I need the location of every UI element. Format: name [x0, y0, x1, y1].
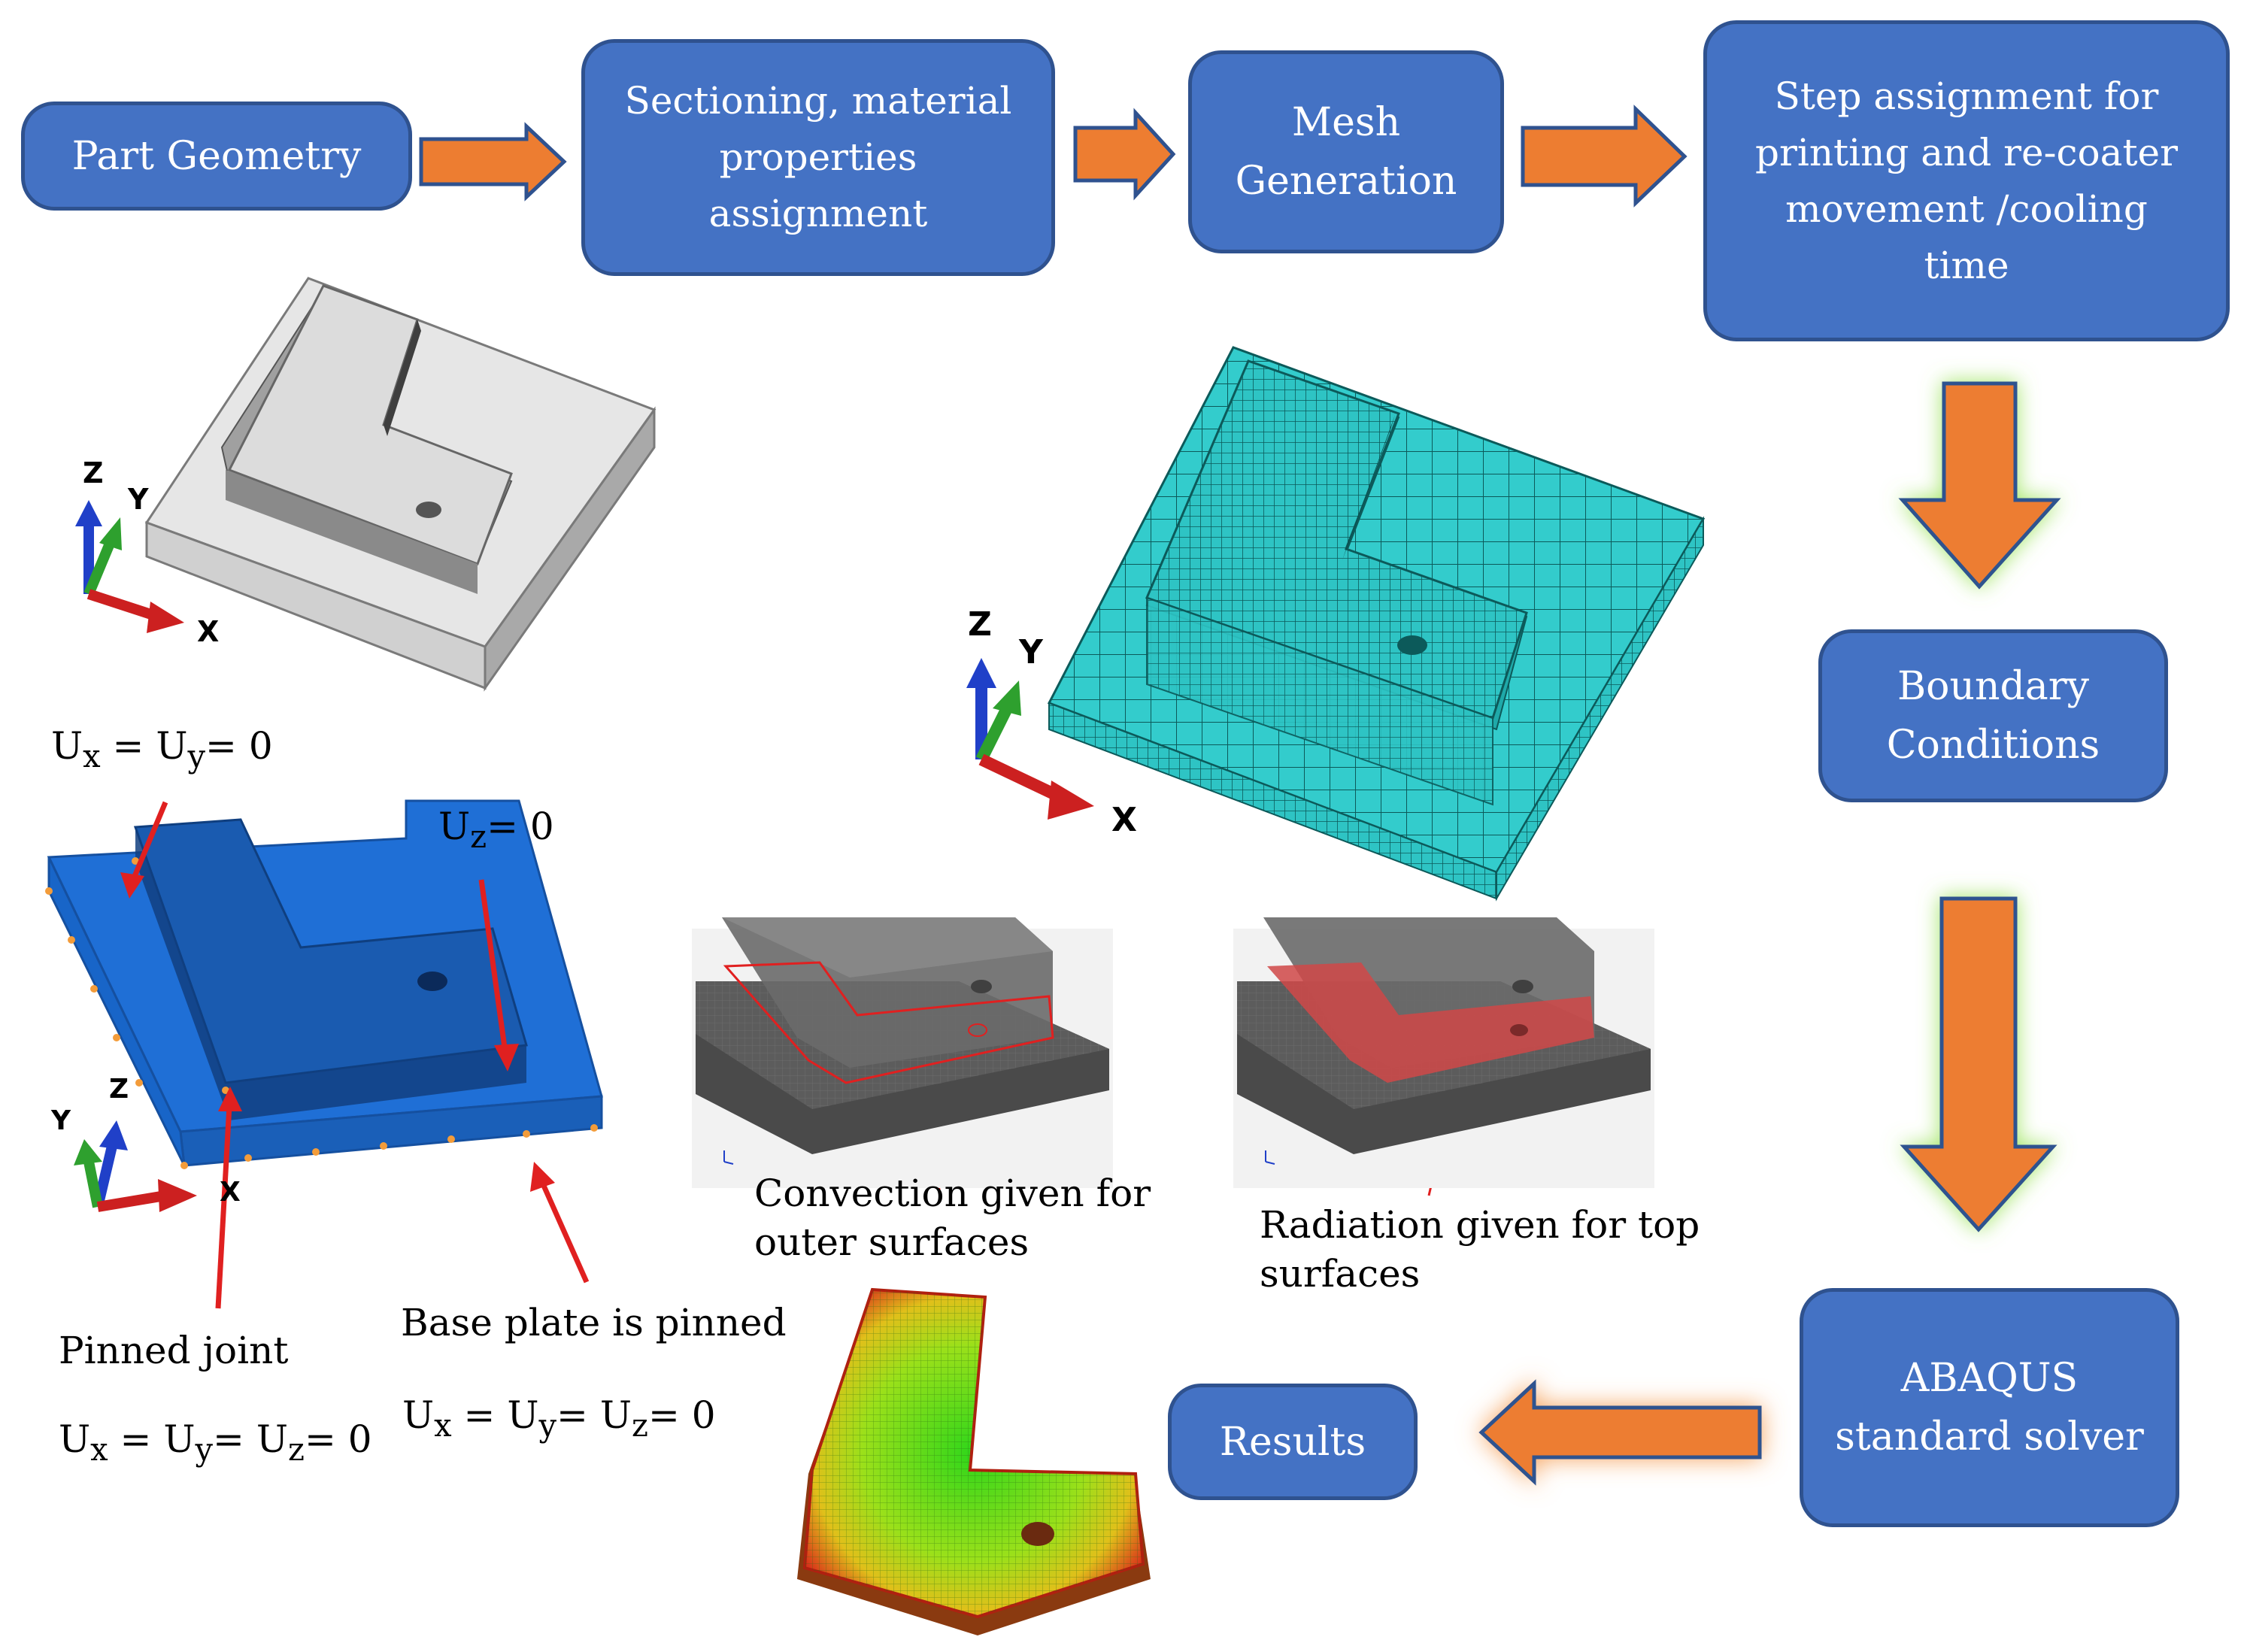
axis-label-z-bc: Z: [109, 1074, 129, 1105]
equation-ux-uy-top: Ux = Uy= 0: [51, 724, 273, 774]
part-geometry-box: Part Geometry: [21, 102, 412, 211]
axis-label-z-part: Z: [83, 456, 104, 490]
convection-model: [692, 917, 1113, 1188]
pin-markers: [45, 857, 598, 1169]
axis-label-y-bc: Y: [51, 1105, 71, 1136]
arrow-mesh-to-step: [1521, 105, 1688, 208]
radiation-caption: Radiation given for top surfaces: [1260, 1203, 1700, 1296]
equation-uz: Uz= 0: [438, 805, 554, 855]
results-label: Results: [1219, 1419, 1366, 1465]
axis-triad-mesh: [966, 658, 1094, 820]
results-box: Results: [1168, 1384, 1418, 1500]
arrow-solver-to-results: [1478, 1379, 1762, 1486]
base-plate-caption: Base plate is pinned: [401, 1301, 787, 1344]
boundary-conditions-label: Boundary Conditions: [1886, 664, 2100, 768]
equation-base-plate: Ux = Uy= Uz= 0: [402, 1393, 716, 1444]
arrow-sectioning-to-mesh: [1073, 108, 1176, 201]
step-assignment-label: Step assignment for printing and re-coat…: [1754, 74, 2179, 287]
arrow-step-to-boundary: [1898, 381, 2061, 590]
axis-triad-part: [75, 500, 184, 633]
step-assignment-box: Step assignment for printing and re-coat…: [1703, 20, 2230, 341]
abaqus-solver-box: ABAQUS standard solver: [1800, 1288, 2179, 1527]
axis-label-x-part: X: [197, 615, 220, 648]
boundary-conditions-box: Boundary Conditions: [1818, 629, 2168, 802]
mesh-generation-label: Mesh Generation: [1235, 100, 1457, 204]
arrow-geometry-to-sectioning: [419, 122, 567, 202]
part-geometry-model: [144, 277, 657, 692]
mesh-generation-box: Mesh Generation: [1188, 50, 1504, 253]
radiation-model: [1233, 917, 1654, 1188]
axis-label-y-mesh: Y: [1019, 633, 1043, 671]
pinned-joint-caption: Pinned joint: [59, 1329, 289, 1372]
abaqus-solver-label: ABAQUS standard solver: [1835, 1356, 2144, 1460]
mesh-model: [1047, 346, 1706, 902]
results-model: [797, 1287, 1151, 1635]
arrow-boundary-to-solver: [1900, 896, 2057, 1232]
axis-label-x-bc: X: [220, 1177, 241, 1208]
sectioning-box: Sectioning, material properties assignme…: [581, 39, 1055, 276]
boundary-conditions-model: [45, 799, 603, 1169]
axis-label-z-mesh: Z: [968, 605, 992, 644]
axis-label-y-part: Y: [128, 483, 149, 516]
convection-caption: Convection given for outer surfaces: [754, 1172, 1151, 1264]
equation-pinned-joint: Ux = Uy= Uz= 0: [59, 1417, 372, 1468]
part-geometry-label: Part Geometry: [71, 133, 362, 179]
axis-label-x-mesh: X: [1111, 801, 1137, 839]
axis-triad-bc: [74, 1120, 197, 1212]
sectioning-label: Sectioning, material properties assignme…: [624, 79, 1012, 235]
